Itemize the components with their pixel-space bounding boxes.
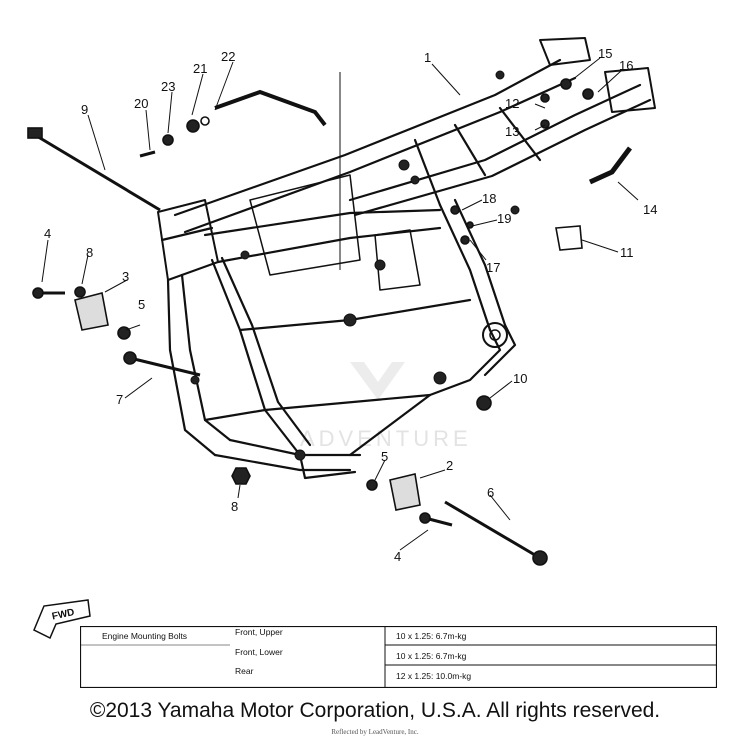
callout-16: 16 xyxy=(619,58,633,73)
frame-parts-diagram: ADVENTURE xyxy=(27,37,657,566)
callout-5b: 5 xyxy=(381,449,388,464)
callout-11: 11 xyxy=(620,245,634,260)
table-header: Engine Mounting Bolts xyxy=(102,631,188,641)
callout-labels: 1 2 3 4 4 5 5 6 7 8 8 9 10 11 12 13 14 1… xyxy=(44,46,657,564)
callout-14: 14 xyxy=(643,202,657,217)
callout-5a: 5 xyxy=(138,297,145,312)
row-position-2: Front, Lower xyxy=(235,647,283,657)
callout-17: 17 xyxy=(486,260,500,275)
callout-4b: 4 xyxy=(394,549,401,564)
callout-1: 1 xyxy=(424,50,431,65)
callout-4a: 4 xyxy=(44,226,51,241)
callout-15: 15 xyxy=(598,46,612,61)
svg-text:FWD: FWD xyxy=(51,607,76,622)
main-frame xyxy=(157,37,656,480)
row-spec-1: 10 x 1.25: 6.7m-kg xyxy=(396,631,467,641)
copyright-notice: ©2013 Yamaha Motor Corporation, U.S.A. A… xyxy=(89,699,661,722)
callout-19: 19 xyxy=(497,211,511,226)
callout-9: 9 xyxy=(81,102,88,117)
reflected-by-note: Reflected by LeadVenture, Inc. xyxy=(331,728,419,736)
callout-8a: 8 xyxy=(86,245,93,260)
callout-8b: 8 xyxy=(231,499,238,514)
svg-text:ADVENTURE: ADVENTURE xyxy=(300,426,472,451)
callout-3: 3 xyxy=(122,269,129,284)
leader-lines xyxy=(41,57,639,551)
callout-18: 18 xyxy=(482,191,496,206)
callout-2: 2 xyxy=(446,458,453,473)
fwd-arrow-icon: FWD xyxy=(33,599,91,640)
callout-22: 22 xyxy=(221,49,235,64)
callout-13: 13 xyxy=(505,124,519,139)
row-spec-3: 12 x 1.25: 10.0m-kg xyxy=(396,671,472,681)
row-position-1: Front, Upper xyxy=(235,627,283,637)
engine-mounting-bolts-table: Engine Mounting Bolts Front, Upper Front… xyxy=(80,626,717,688)
loose-parts xyxy=(27,78,632,566)
callout-12: 12 xyxy=(505,96,519,111)
callout-20: 20 xyxy=(134,96,148,111)
callout-21: 21 xyxy=(193,61,207,76)
callout-10: 10 xyxy=(513,371,527,386)
callout-7: 7 xyxy=(116,392,123,407)
row-spec-2: 10 x 1.25: 6.7m-kg xyxy=(396,651,467,661)
callout-6: 6 xyxy=(487,485,494,500)
row-position-3: Rear xyxy=(235,666,254,676)
frame-fittings xyxy=(190,70,520,461)
table-grid xyxy=(80,626,717,688)
callout-23: 23 xyxy=(161,79,175,94)
